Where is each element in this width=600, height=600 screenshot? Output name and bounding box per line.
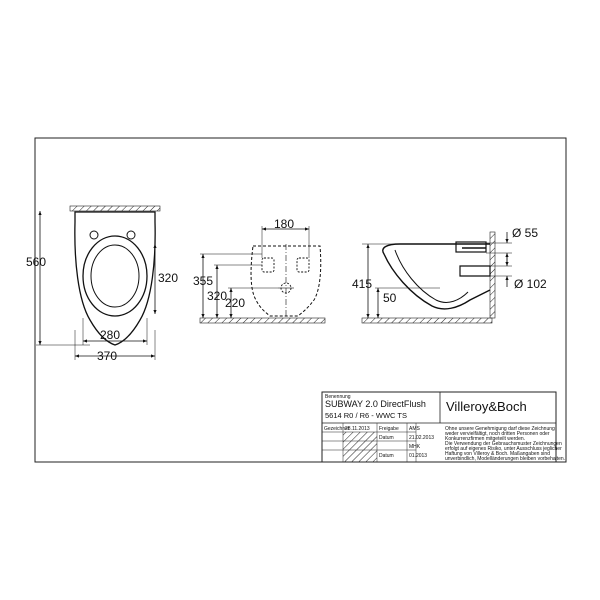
row-label-date-1: Datum (379, 435, 394, 441)
dim-280: 280 (100, 328, 120, 342)
side-outlet (459, 265, 491, 277)
dim-front-320: 320 (158, 271, 178, 285)
front-seat-ring (82, 235, 148, 317)
legal-line-2: weder vervielfältigt, noch dritten Perso… (445, 431, 550, 437)
legal-line-7: unverbindlich, Modelländerungen bleiben … (445, 456, 565, 462)
dim-415: 415 (352, 277, 372, 291)
front-wall-hatch (69, 205, 161, 212)
front-fixing-hole-left (89, 230, 99, 240)
front-fixing-hole-right (126, 230, 136, 240)
checker: MHK (409, 444, 421, 450)
dim-50: 50 (383, 291, 397, 305)
article-number: 5614 R0 / R6 - WWC TS (325, 411, 407, 420)
grid-hatched-area (343, 432, 377, 462)
legal-line-4: Die Verwendung der Gebrauchsmuster Zeich… (445, 441, 562, 447)
label-designation: Benennung (325, 394, 351, 400)
side-inlet (455, 241, 487, 253)
row-label-drawn: Gezeichnet (324, 426, 350, 432)
dim-560: 560 (26, 255, 46, 269)
dim-180: 180 (274, 217, 294, 231)
drawing-frame (34, 137, 567, 463)
dim-355: 355 (193, 274, 213, 288)
rear-floor-hatch (199, 317, 326, 324)
brand-name: Villeroy&Boch (446, 399, 527, 414)
row-label-approved: Freigabe (379, 426, 399, 432)
front-view: 560 320 280 370 (26, 205, 178, 363)
product-name: SUBWAY 2.0 DirectFlush (325, 399, 426, 409)
dim-220: 220 (225, 296, 245, 310)
rear-slot-left (261, 257, 275, 273)
approver: AMS (409, 426, 421, 432)
dim-370: 370 (97, 349, 117, 363)
front-bowl-outline (74, 211, 156, 346)
rear-view: 180 355 320 220 (193, 217, 326, 324)
legal-line-1: Ohne unsere Genehmigung darf diese Zeich… (445, 426, 555, 432)
legal-line-3: Konkurrenzfirmen mitgeteilt werden. (445, 436, 525, 442)
side-view: 415 50 Ø 55 Ø 102 (352, 226, 547, 324)
checked-date: 01.2013 (409, 453, 427, 459)
approved-date: 21.02.2013 (409, 435, 434, 441)
dim-d102: Ø 102 (514, 277, 547, 291)
legal-line-5: erfolgt auf eigenes Risiko, unter Aussch… (445, 446, 562, 452)
front-seat-inner (90, 244, 140, 308)
row-label-date-2: Datum (379, 453, 394, 459)
title-block-frame (321, 391, 557, 463)
rear-bowl-outline (250, 245, 322, 317)
legal-line-6: Haftung von Villeroy & Boch. Maßangaben … (445, 451, 550, 457)
side-bowl-profile (382, 243, 491, 310)
side-floor-hatch (361, 317, 493, 324)
drawn-date: 28.11.2013 (345, 426, 370, 432)
side-bowl-inner (394, 249, 469, 303)
dim-d55: Ø 55 (512, 226, 538, 240)
dim-rear-320: 320 (207, 289, 227, 303)
title-block: Benennung SUBWAY 2.0 DirectFlush 5614 R0… (321, 391, 565, 463)
rear-slot-right (296, 257, 310, 273)
side-wall-hatch (489, 231, 496, 319)
